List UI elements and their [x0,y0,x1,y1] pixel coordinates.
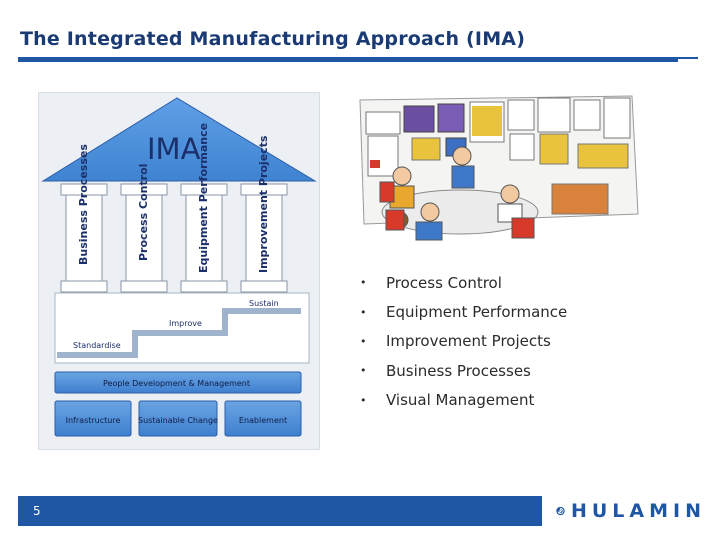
step-sustain: Sustain [249,299,279,308]
bullet-dot-icon: • [360,393,367,407]
ima-diagram-svg: IMA Business Processes Process Control E… [41,97,317,437]
pillar-improvement-projects: Improvement Projects [240,135,288,293]
pillar-process-control: Process Control [120,164,168,293]
staircase-line [57,308,301,358]
title-underline [18,57,678,62]
bullet-item: • Equipment Performance [360,297,567,326]
hulamin-logo: HULAMIN [556,496,706,526]
bullet-list: •Process Control •Equipment Performance … [360,268,567,415]
bullet-dot-icon: • [360,364,367,378]
bullet-dot-icon: • [360,276,367,290]
foundation-band [54,371,302,394]
pillars: Business Processes Process Control Equip… [60,123,288,293]
foundation-box-label: Infrastructure [66,416,121,425]
bullet-item: • Improvement Projects [360,327,567,356]
staircase-panel [54,292,310,364]
logo-wordmark: HULAMIN [570,500,706,522]
bullet-text: Visual Management [386,391,535,410]
bullet-text: Business Processes [386,361,531,380]
slide-title: The Integrated Manufacturing Approach (I… [20,28,526,50]
bullet-item: • Business Processes [360,356,567,385]
bullet-text: Improvement Projects [386,332,551,351]
foundation-box-label: Sustainable Change [138,416,218,425]
roof-label: IMA [147,132,201,166]
bullet-text: Process Control [386,273,502,292]
bullet-dot-icon: • [360,334,367,348]
team-meeting-svg [359,95,639,241]
bullet-text: Equipment Performance [386,303,568,322]
step-standardise: Standardise [73,341,121,350]
page-number: 5 [33,504,41,518]
bullet-dot-icon: • [360,305,367,319]
pillar-label: Business Processes [77,144,90,265]
foundation-box-infrastructure [54,400,132,437]
pillar-label: Equipment Performance [197,123,210,273]
step-improve: Improve [169,319,202,328]
team-meeting-illustration [342,94,642,251]
foundation-box-label: Enablement [239,416,287,425]
pillar-business-processes: Business Processes [60,144,108,293]
pillar-label: Improvement Projects [257,135,270,273]
foundation-band-label: People Development & Management [103,379,250,388]
roof [41,97,317,182]
hulamin-swirl-icon [556,506,565,516]
ima-diagram: IMA Business Processes Process Control E… [38,92,320,450]
foundation-box-sustainable-change [138,400,218,437]
pillar-label: Process Control [137,164,150,261]
foundation-box-enablement [224,400,302,437]
bullet-item: • Visual Management [360,386,567,415]
pillar-equipment-performance: Equipment Performance [180,123,228,293]
footer-bar [18,496,542,526]
title-underline-tail [678,57,698,59]
bullet-item: • Process Control [360,268,567,297]
